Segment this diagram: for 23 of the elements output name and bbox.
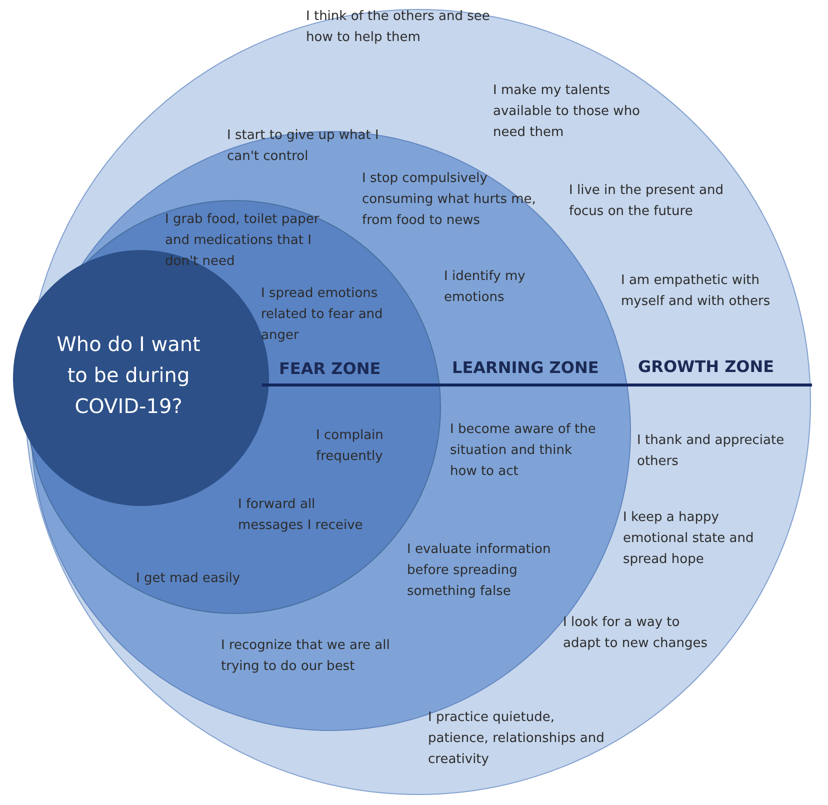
statement-text: I grab food, toilet paper and medications that I don't need xyxy=(165,211,320,271)
statement-text: I live in the present and focus on the future xyxy=(569,182,724,221)
statement-text: I get mad easily xyxy=(136,570,242,588)
question-text: Who do I want to be during COVID-19? xyxy=(56,331,202,420)
statement-text: I spread emotions related to fear and anger xyxy=(261,285,384,345)
statement-text: I look for a way to adapt to new changes xyxy=(563,614,708,653)
statement-text: I thank and appreciate others xyxy=(637,432,786,471)
statement-text: I stop compulsively consuming what hurts me, from food to news xyxy=(362,170,537,230)
statement-text: I become aware of the situation and think how to act xyxy=(450,421,597,481)
zone-heading: FEAR ZONE xyxy=(279,359,381,378)
statement-text: I start to give up what I can't control xyxy=(227,127,380,166)
statement-text: I recognize that we are all trying to do our best xyxy=(221,637,391,676)
statement-text: I keep a happy emotional state and spread hope xyxy=(623,509,755,569)
statement-text: I am empathetic with myself and with others xyxy=(621,272,772,311)
statement-text: I forward all messages I receive xyxy=(238,496,364,535)
statement-text: I make my talents available to those who need them xyxy=(493,82,642,142)
zone-heading: GROWTH ZONE xyxy=(638,357,774,376)
statement-text: I evaluate information before spreading something false xyxy=(407,541,552,601)
statement-text: I complain frequently xyxy=(316,427,384,466)
statement-text: I practice quietude, patience, relationships and creativity xyxy=(428,709,606,769)
zone-heading: LEARNING ZONE xyxy=(452,358,599,377)
statement-text: I identify my emotions xyxy=(444,268,526,307)
statement-text: I think of the others and see how to help them xyxy=(306,8,491,47)
